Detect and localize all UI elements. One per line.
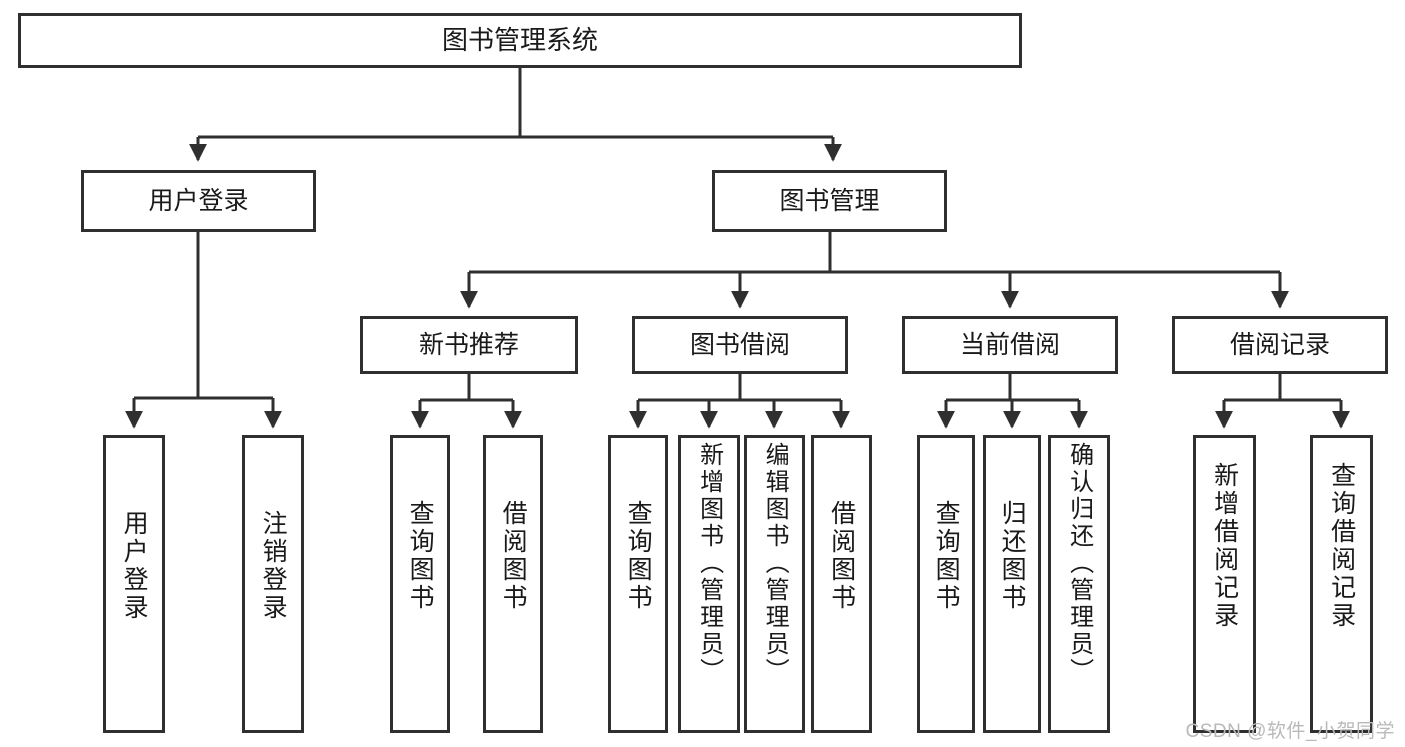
node-label: 查询借阅记录 [1327,462,1356,630]
leaf-return-book[interactable]: 归还图书 [983,435,1041,733]
node-borrow-record[interactable]: 借阅记录 [1172,316,1388,374]
node-label: 图书借阅 [689,330,790,359]
node-book-manage[interactable]: 图书管理 [712,170,947,232]
leaf-borrow-book-2[interactable]: 借阅图书 [811,435,872,733]
node-new-book-recommend[interactable]: 新书推荐 [360,316,578,374]
leaf-add-book-admin[interactable]: 新增图书（管理员） [678,435,740,733]
node-label: 借阅记录 [1229,330,1330,359]
leaf-confirm-return-admin[interactable]: 确认归还（管理员） [1048,435,1110,733]
node-label: 查询图书 [406,500,435,612]
node-label: 确认归还（管理员） [1065,442,1093,685]
node-label: 编辑图书（管理员） [761,442,789,685]
node-label: 图书管理 [779,186,880,215]
node-label: 查询图书 [624,500,653,612]
node-label: 用户登录 [148,186,249,215]
node-current-borrow[interactable]: 当前借阅 [902,316,1118,374]
leaf-query-book-1[interactable]: 查询图书 [390,435,450,733]
leaf-query-book-2[interactable]: 查询图书 [608,435,668,733]
watermark: CSDN @软件_小贺同学 [1185,721,1395,742]
node-label: 新书推荐 [418,330,519,359]
node-book-borrow[interactable]: 图书借阅 [632,316,848,374]
leaf-add-borrow-record[interactable]: 新增借阅记录 [1193,435,1256,733]
leaf-query-book-3[interactable]: 查询图书 [917,435,975,733]
leaf-borrow-book-1[interactable]: 借阅图书 [483,435,543,733]
node-label: 用户登录 [120,510,149,622]
leaf-edit-book-admin[interactable]: 编辑图书（管理员） [744,435,805,733]
node-label: 查询图书 [932,500,961,612]
node-root-system[interactable]: 图书管理系统 [18,13,1022,68]
leaf-query-borrow-record[interactable]: 查询借阅记录 [1310,435,1373,733]
node-label: 新增图书（管理员） [695,442,723,685]
node-label: 归还图书 [998,500,1027,612]
node-label: 新增借阅记录 [1210,462,1239,630]
node-label: 当前借阅 [959,330,1060,359]
node-label: 借阅图书 [827,500,856,612]
node-label: 图书管理系统 [441,24,598,55]
node-user-login[interactable]: 用户登录 [81,170,316,232]
node-label: 注销登录 [259,510,288,622]
leaf-logout-login[interactable]: 注销登录 [242,435,304,733]
node-label: 借阅图书 [499,500,528,612]
leaf-user-login[interactable]: 用户登录 [103,435,165,733]
